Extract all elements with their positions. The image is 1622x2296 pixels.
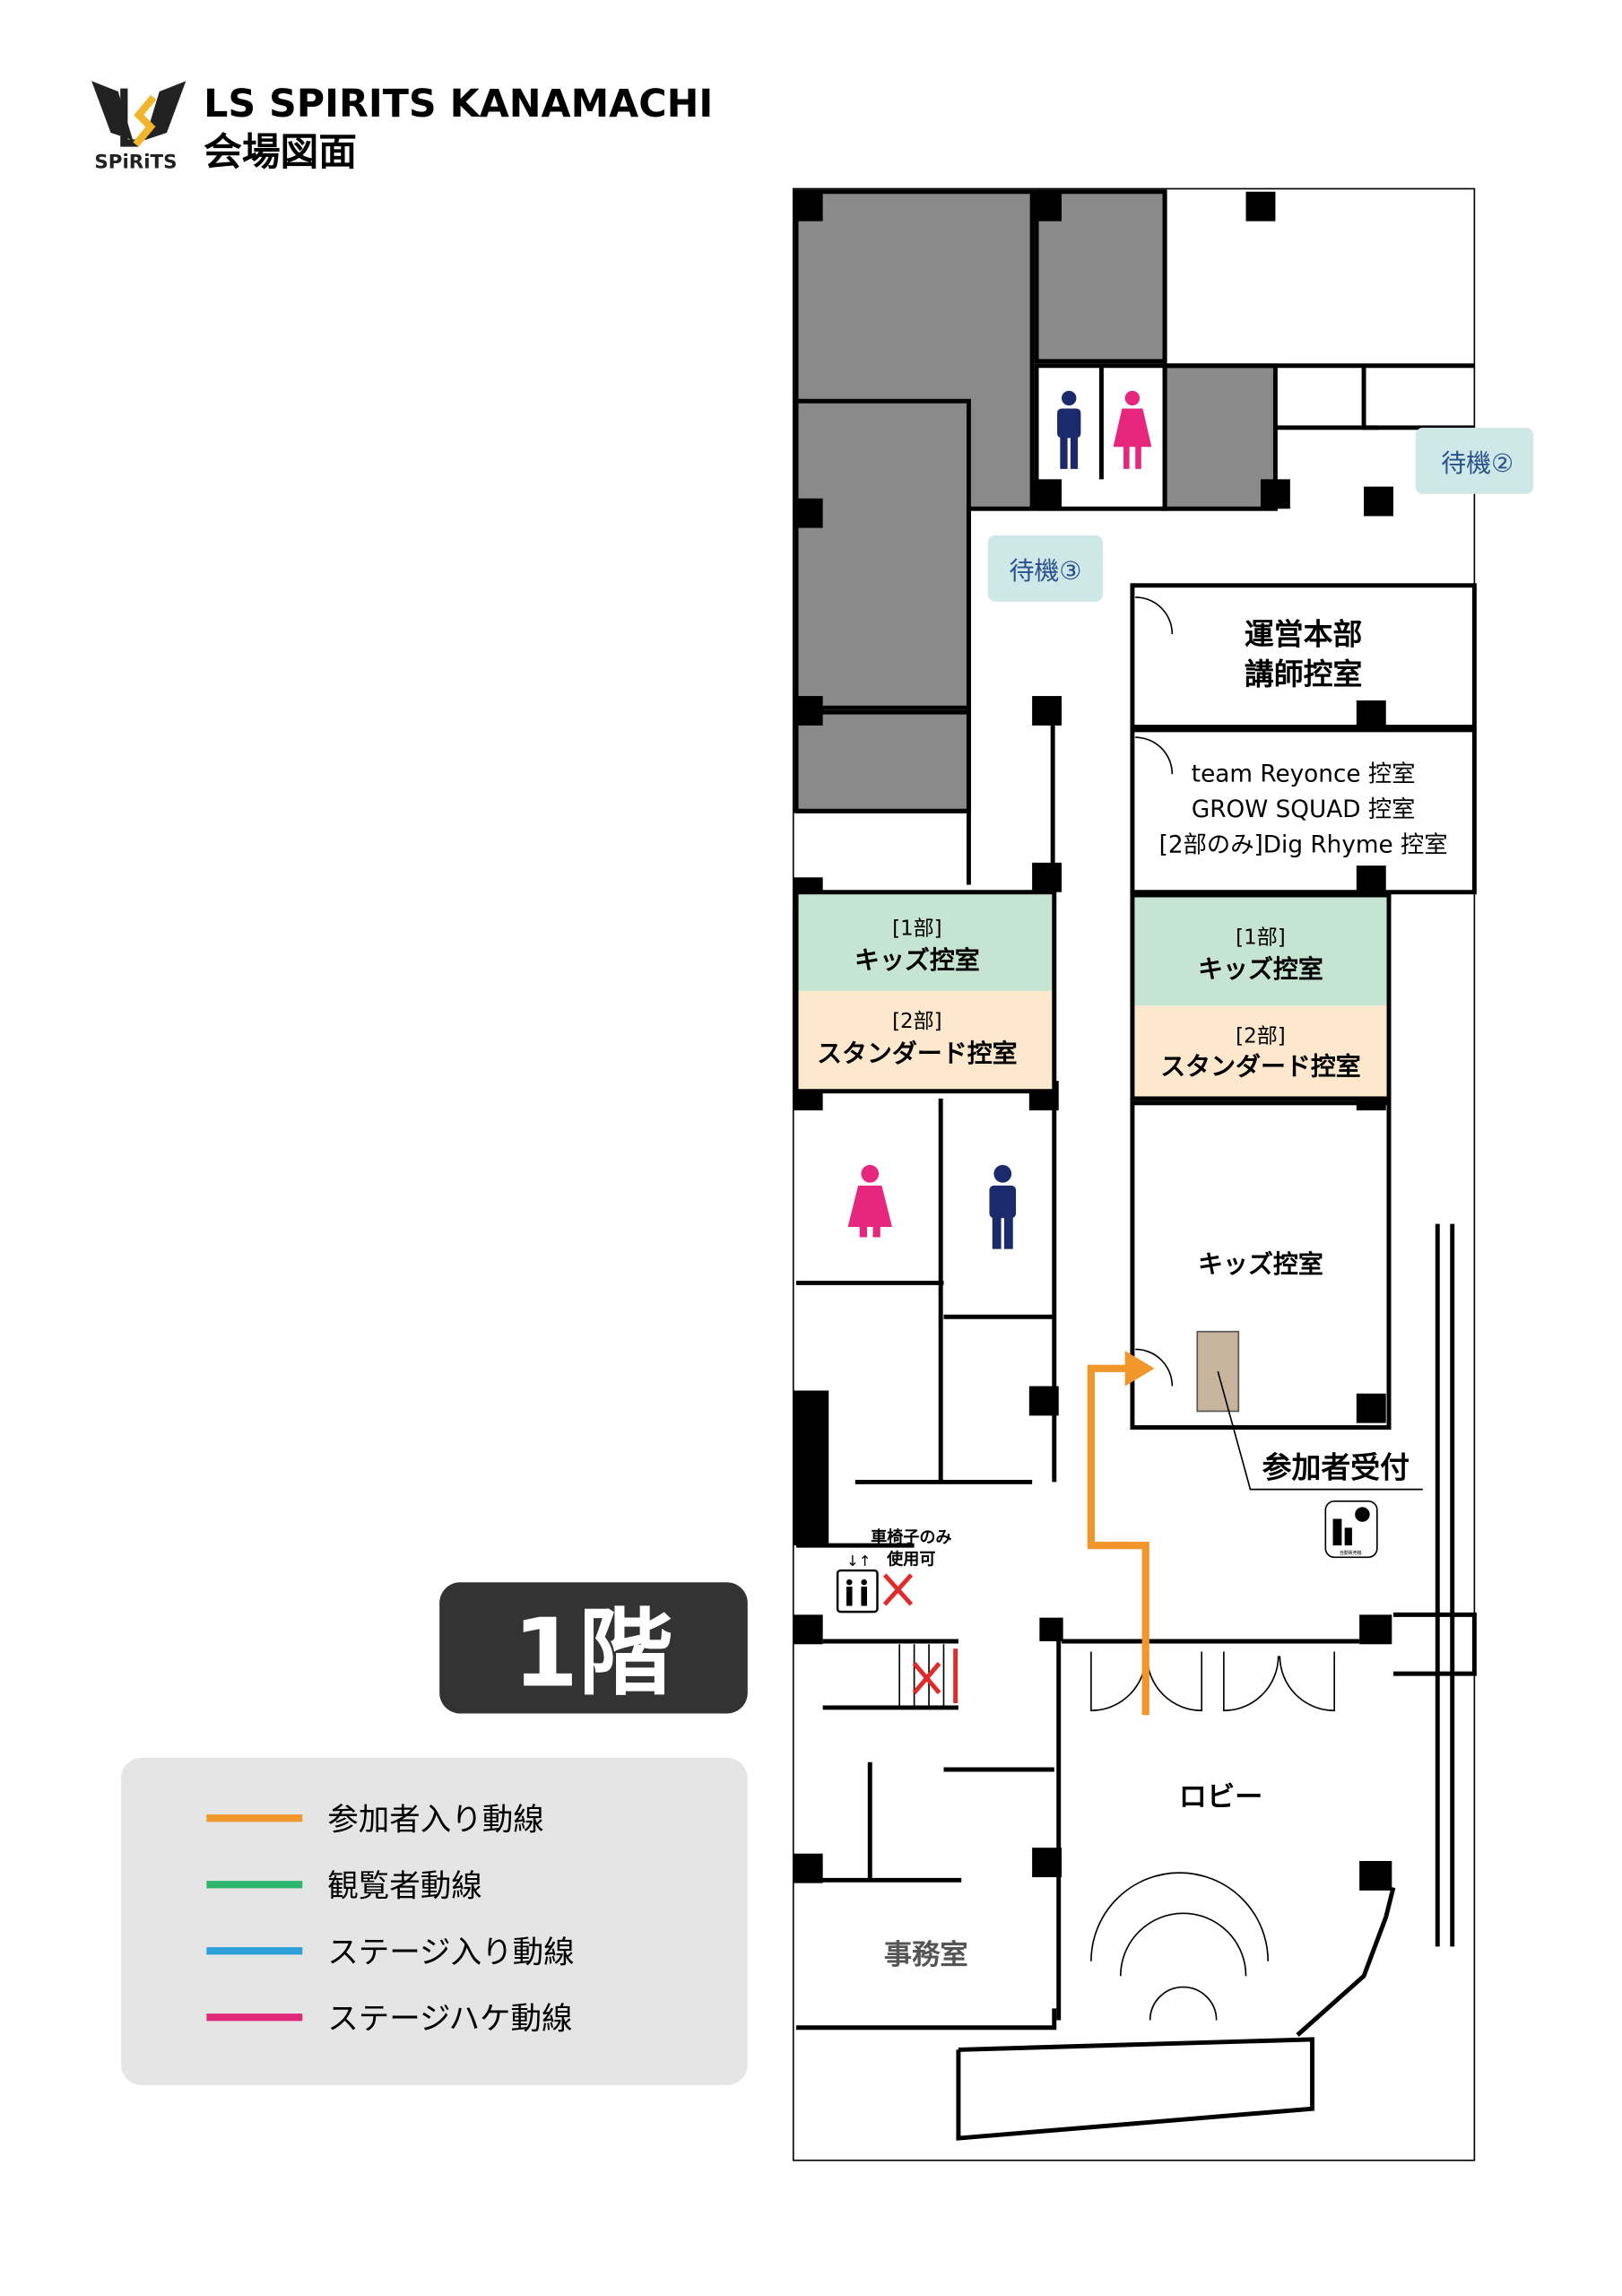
legend-item: ステージハケ動線 — [206, 2001, 573, 2037]
reception-label: 参加者受付 — [1262, 1449, 1409, 1484]
legend-item: 観覧者動線 — [206, 1868, 482, 1904]
svg-text:[1部]: [1部] — [1236, 926, 1286, 949]
building-outline — [792, 187, 1476, 2161]
vending-machine-icon: 自動販売機 — [1324, 1500, 1378, 1559]
svg-text:キッズ控室: キッズ控室 — [1198, 954, 1323, 984]
reception-desk — [1196, 1330, 1240, 1413]
stairs — [898, 1644, 958, 1707]
unused-areas — [794, 189, 1278, 813]
svg-text:↓↑: ↓↑ — [846, 1552, 872, 1570]
arrow-icon — [1124, 1351, 1155, 1387]
lobby-label: ロビー — [1179, 1781, 1263, 1813]
logo-text: SPiRiTS — [94, 151, 177, 173]
svg-text:[2部]: [2部] — [892, 1010, 942, 1033]
svg-text:1階: 1階 — [513, 1597, 672, 1708]
elevator-icon: ↓↑ — [836, 1552, 879, 1613]
room-left-shared: [1部] キッズ控室 [2部] スタンダード控室 — [794, 890, 1057, 1094]
svg-text:キッズ控室: キッズ控室 — [1198, 1249, 1323, 1279]
svg-text:[2部]: [2部] — [1236, 1024, 1286, 1048]
elevator-note-2: 使用可 — [886, 1550, 935, 1569]
legend: 参加者入り動線 観覧者動線 ステージ入り動線 ステージハケ動線 — [121, 1757, 748, 2085]
svg-text:待機③: 待機③ — [1009, 556, 1081, 586]
svg-text:GROW SQUAD 控室: GROW SQUAD 控室 — [1192, 796, 1416, 823]
waiting-area-2: 待機② — [1415, 427, 1534, 494]
svg-text:キッズ控室: キッズ控室 — [854, 945, 980, 975]
svg-text:自動販売機: 自動販売機 — [1340, 1550, 1362, 1556]
legend-item: 参加者入り動線 — [206, 1802, 544, 1838]
svg-text:運営本部: 運営本部 — [1245, 617, 1363, 652]
restroom-left — [847, 1164, 1017, 1249]
svg-text:[2部のみ]Dig Rhyme 控室: [2部のみ]Dig Rhyme 控室 — [1159, 831, 1448, 858]
room-kids: キッズ控室 — [1130, 1100, 1392, 1431]
page-subtitle: 会場図面 — [204, 130, 357, 175]
lobby-doors — [1090, 1651, 1336, 2021]
male-icon — [1057, 390, 1081, 469]
female-icon — [1113, 390, 1152, 469]
female-icon — [847, 1164, 892, 1238]
floor-badge: 1階 — [439, 1582, 748, 1714]
svg-text:ステージ入り動線: ステージ入り動線 — [327, 1935, 574, 1970]
office-label: 事務室 — [884, 1939, 968, 1971]
stairs-closed-icon — [912, 1662, 941, 1695]
legend-item: ステージ入り動線 — [206, 1935, 575, 1970]
logo: SPiRiTS — [91, 81, 186, 173]
room-hq: 運営本部 講師控室 — [1130, 583, 1477, 730]
male-icon — [989, 1164, 1017, 1249]
svg-text:講師控室: 講師控室 — [1245, 657, 1363, 691]
elevator-note-1: 車椅子のみ — [871, 1527, 951, 1547]
svg-text:観覧者動線: 観覧者動線 — [327, 1868, 482, 1904]
svg-text:[1部]: [1部] — [892, 917, 942, 940]
not-allowed-icon — [882, 1573, 914, 1606]
waiting-area-3: 待機③ — [987, 535, 1104, 602]
svg-text:team Reyonce 控室: team Reyonce 控室 — [1192, 761, 1416, 787]
wing-right-icon — [144, 81, 186, 141]
room-team: team Reyonce 控室 GROW SQUAD 控室 [2部のみ]Dig … — [1130, 727, 1477, 895]
page-title: LS SPIRITS KANAMACHI — [204, 82, 713, 126]
svg-text:スタンダード控室: スタンダード控室 — [1160, 1052, 1361, 1082]
svg-text:スタンダード控室: スタンダード控室 — [817, 1039, 1018, 1068]
svg-text:参加者入り動線: 参加者入り動線 — [327, 1802, 544, 1838]
walls — [796, 191, 1477, 2141]
svg-text:ステージハケ動線: ステージハケ動線 — [327, 2001, 572, 2037]
svg-text:待機②: 待機② — [1441, 448, 1514, 478]
room-right-shared: [1部] キッズ控室 [2部] スタンダード控室 — [1130, 892, 1392, 1101]
participant-route — [1087, 1351, 1155, 1716]
